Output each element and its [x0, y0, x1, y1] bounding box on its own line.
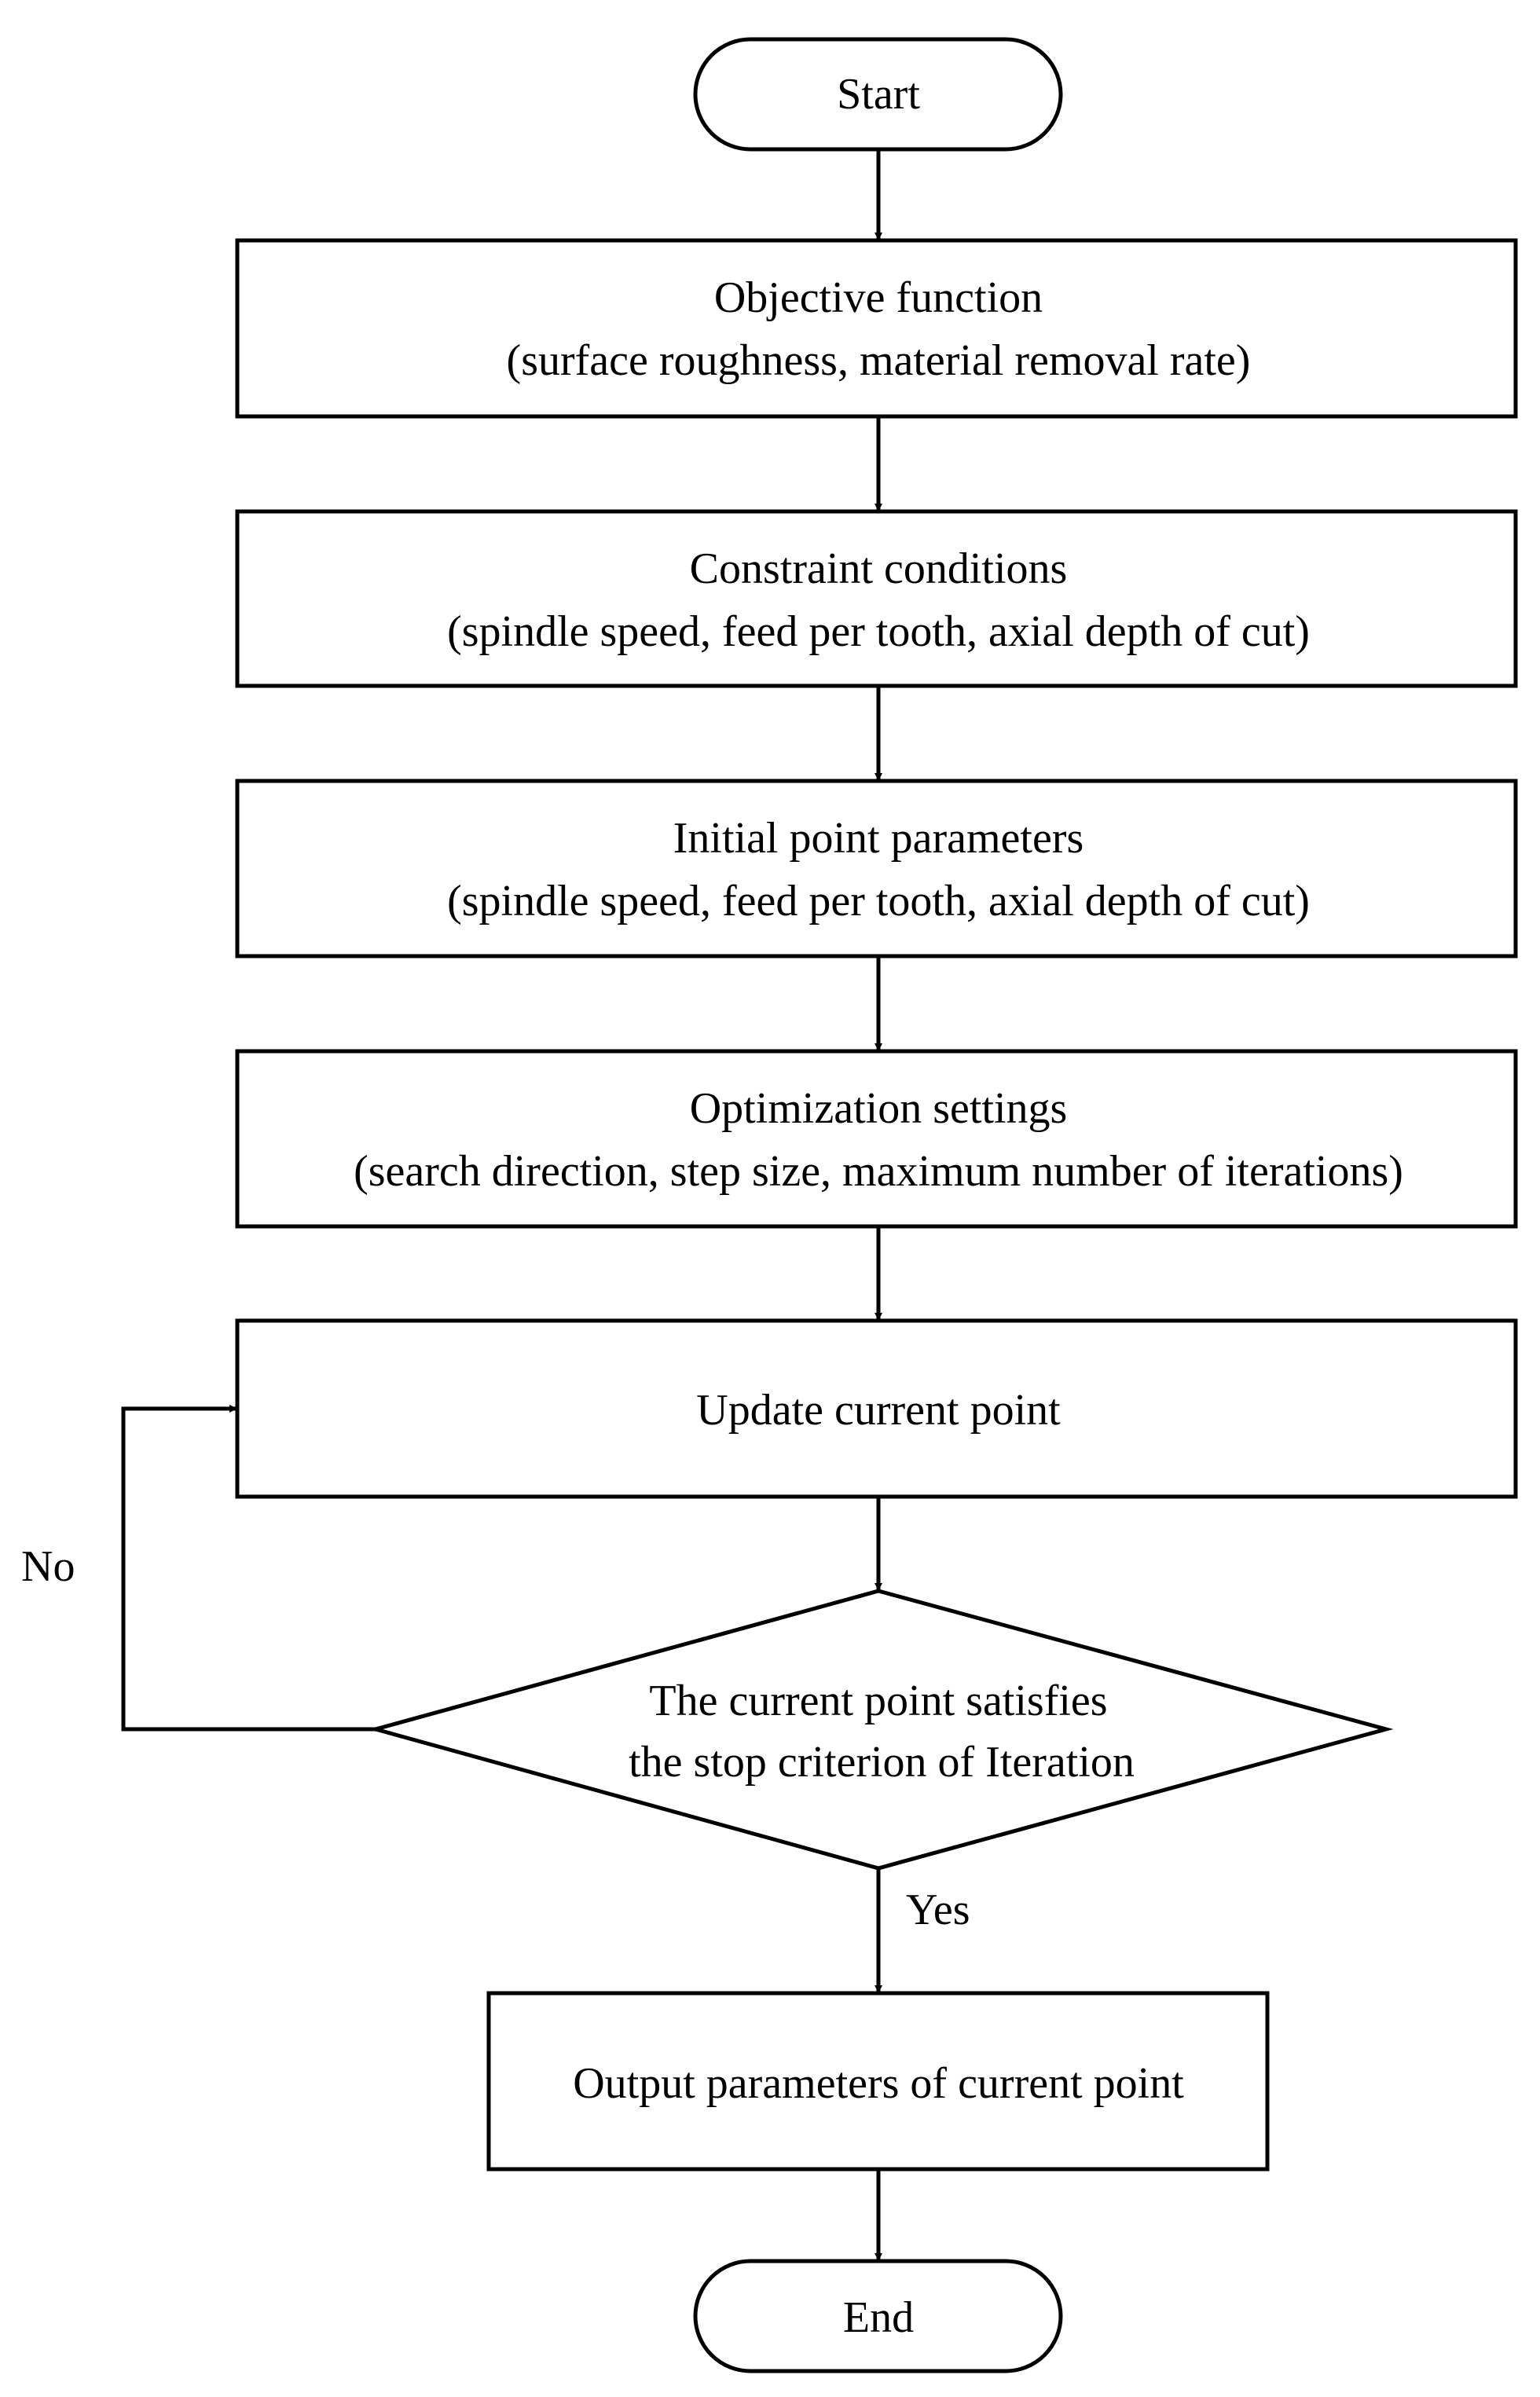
- optimization-node: Optimization settings (search direction,…: [235, 1049, 1518, 1229]
- yes-label: Yes: [906, 1886, 970, 1934]
- start-node: Start: [693, 37, 1063, 152]
- constraints-shape: [235, 509, 1518, 688]
- decision-label-line1: The current point satisfies: [649, 1677, 1107, 1725]
- optimization-shape: [235, 1049, 1518, 1229]
- decision-shape: [368, 1589, 1394, 1871]
- output-node: Output parameters of current point: [486, 1991, 1270, 2172]
- update-label: Update current point: [696, 1386, 1061, 1435]
- constraints-label-line1: Constraint conditions: [690, 544, 1068, 593]
- output-label: Output parameters of current point: [573, 2059, 1184, 2108]
- initial-shape: [235, 779, 1518, 958]
- constraints-label-line2: (spindle speed, feed per tooth, axial de…: [447, 607, 1310, 656]
- objective-node: Objective function (surface roughness, m…: [235, 238, 1518, 419]
- end-label: End: [843, 2293, 914, 2342]
- no-label: No: [21, 1542, 75, 1591]
- update-node: Update current point: [235, 1318, 1518, 1499]
- objective-label-line2: (surface roughness, material removal rat…: [507, 336, 1251, 385]
- end-node: End: [693, 2259, 1063, 2373]
- initial-label-line2: (spindle speed, feed per tooth, axial de…: [447, 877, 1310, 925]
- update-shape: [235, 1318, 1518, 1499]
- initial-label-line1: Initial point parameters: [673, 814, 1084, 863]
- optimization-label-line1: Optimization settings: [690, 1084, 1068, 1133]
- initial-node: Initial point parameters (spindle speed,…: [235, 779, 1518, 958]
- objective-shape: [235, 238, 1518, 419]
- arrow-decision-no-loop: [121, 1405, 376, 1732]
- decision-label-line2: the stop criterion of Iteration: [629, 1738, 1135, 1787]
- decision-node: The current point satisfies the stop cri…: [368, 1589, 1394, 1871]
- start-label: Start: [837, 70, 920, 119]
- optimization-label-line2: (search direction, step size, maximum nu…: [354, 1147, 1403, 1196]
- objective-label-line1: Objective function: [714, 273, 1043, 322]
- constraints-node: Constraint conditions (spindle speed, fe…: [235, 509, 1518, 688]
